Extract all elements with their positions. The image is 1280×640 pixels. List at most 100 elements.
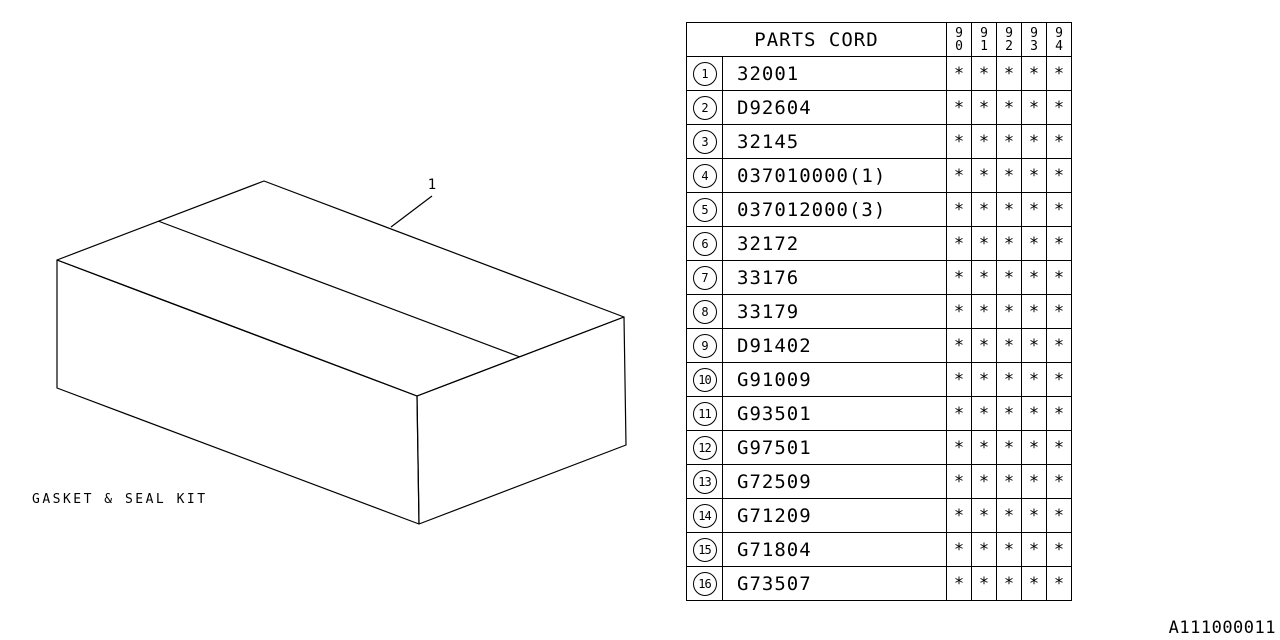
applicability-mark: * (1046, 464, 1072, 499)
applicability-mark: * (946, 192, 972, 227)
applicability-mark: * (1021, 158, 1047, 193)
part-code-cell: 32145 (722, 124, 947, 159)
part-code-cell: 33176 (722, 260, 947, 295)
applicability-mark: * (1046, 158, 1072, 193)
applicability-mark: * (996, 226, 1022, 261)
box-front-face (56, 259, 420, 525)
part-code-cell: G93501 (722, 396, 947, 431)
applicability-mark: * (1021, 362, 1047, 397)
applicability-mark: * (1021, 124, 1047, 159)
applicability-mark: * (1021, 532, 1047, 567)
applicability-mark: * (1021, 396, 1047, 431)
applicability-mark: * (971, 192, 997, 227)
item-number-badge: 15 (692, 537, 717, 562)
applicability-mark: * (1021, 430, 1047, 465)
item-number-badge: 11 (692, 401, 717, 426)
item-number-cell: 5 (686, 192, 723, 227)
item-number-cell: 16 (686, 566, 723, 601)
applicability-mark: * (946, 158, 972, 193)
part-code-cell: G72509 (722, 464, 947, 499)
callout-leader-line (390, 195, 433, 228)
applicability-mark: * (996, 396, 1022, 431)
applicability-mark: * (1021, 192, 1047, 227)
item-number-cell: 13 (686, 464, 723, 499)
item-number-badge: 16 (692, 571, 717, 596)
applicability-mark: * (1046, 192, 1072, 227)
applicability-mark: * (946, 328, 972, 363)
part-code-cell: 32172 (722, 226, 947, 261)
applicability-mark: * (1046, 532, 1072, 567)
item-number-cell: 1 (686, 56, 723, 91)
item-number-badge: 10 (692, 367, 717, 392)
applicability-mark: * (1046, 328, 1072, 363)
applicability-mark: * (1046, 566, 1072, 601)
part-code-cell: 037012000(3) (722, 192, 947, 227)
applicability-mark: * (1021, 464, 1047, 499)
applicability-mark: * (971, 430, 997, 465)
item-number-cell: 8 (686, 294, 723, 329)
item-number-cell: 7 (686, 260, 723, 295)
applicability-mark: * (1046, 56, 1072, 91)
applicability-mark: * (1021, 294, 1047, 329)
box-top-face (56, 180, 625, 397)
item-number-cell: 14 (686, 498, 723, 533)
item-number-badge: 12 (692, 435, 717, 460)
item-number-badge: 5 (692, 197, 717, 222)
applicability-mark: * (996, 328, 1022, 363)
applicability-mark: * (946, 260, 972, 295)
part-code-cell: G71209 (722, 498, 947, 533)
part-code-cell: G71804 (722, 532, 947, 567)
applicability-mark: * (996, 498, 1022, 533)
part-code-cell: D91402 (722, 328, 947, 363)
box-side-face (416, 316, 627, 525)
applicability-mark: * (946, 566, 972, 601)
applicability-mark: * (1046, 430, 1072, 465)
kit-caption: GASKET & SEAL KIT (32, 492, 208, 507)
applicability-mark: * (1021, 328, 1047, 363)
applicability-mark: * (946, 226, 972, 261)
applicability-mark: * (946, 56, 972, 91)
applicability-mark: * (946, 294, 972, 329)
part-code-cell: G97501 (722, 430, 947, 465)
item-number-cell: 4 (686, 158, 723, 193)
part-code-cell: G73507 (722, 566, 947, 601)
applicability-mark: * (996, 430, 1022, 465)
applicability-mark: * (946, 362, 972, 397)
applicability-mark: * (1046, 294, 1072, 329)
item-number-cell: 3 (686, 124, 723, 159)
applicability-mark: * (996, 158, 1022, 193)
applicability-mark: * (1021, 566, 1047, 601)
applicability-mark: * (996, 566, 1022, 601)
applicability-mark: * (946, 90, 972, 125)
applicability-mark: * (996, 294, 1022, 329)
item-number-cell: 6 (686, 226, 723, 261)
applicability-mark: * (971, 158, 997, 193)
applicability-mark: * (996, 56, 1022, 91)
applicability-mark: * (996, 362, 1022, 397)
item-number-cell: 15 (686, 532, 723, 567)
applicability-mark: * (1046, 90, 1072, 125)
applicability-mark: * (1021, 90, 1047, 125)
part-code-cell: D92604 (722, 90, 947, 125)
item-number-badge: 1 (692, 61, 717, 86)
applicability-mark: * (1021, 498, 1047, 533)
applicability-mark: * (971, 294, 997, 329)
applicability-mark: * (971, 566, 997, 601)
applicability-mark: * (971, 328, 997, 363)
box-tape-line (157, 220, 521, 358)
item-number-cell: 11 (686, 396, 723, 431)
applicability-mark: * (1021, 56, 1047, 91)
